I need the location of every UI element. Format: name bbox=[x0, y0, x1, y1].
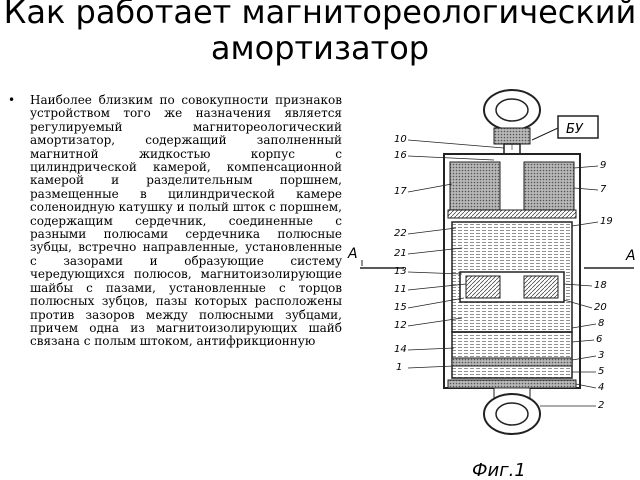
callout-label: 19 bbox=[600, 216, 613, 227]
control-box-label: БУ bbox=[566, 122, 584, 137]
callout-label: 11 bbox=[394, 284, 407, 295]
callout-label: 20 bbox=[594, 302, 607, 313]
callout-label: 6 bbox=[596, 334, 602, 345]
callout-label: 7 bbox=[600, 184, 607, 195]
callout-label: 22 bbox=[394, 228, 407, 239]
callout-label: 8 bbox=[598, 318, 604, 329]
left-callouts: 10 16 17 22 21 13 11 15 12 14 1 bbox=[394, 134, 505, 373]
bullet-text: Наиболее близким по совокупности признак… bbox=[30, 93, 342, 349]
callout-label: 10 bbox=[394, 134, 407, 145]
figure-caption: Фиг.1 bbox=[472, 460, 526, 480]
callout-label: 21 bbox=[394, 248, 407, 259]
callout-label: 1 bbox=[396, 362, 402, 373]
callout-label: 16 bbox=[394, 150, 407, 161]
shock-absorber-diagram: БУ А А 10 16 17 22 21 13 11 15 12 14 1 bbox=[347, 89, 636, 480]
bullet-item: • Наиболее близким по совокупности призн… bbox=[8, 93, 342, 349]
callout-label: 2 bbox=[598, 400, 604, 411]
callout-label: 4 bbox=[598, 382, 604, 393]
section-label-right: А bbox=[625, 248, 636, 264]
callout-label: 13 bbox=[394, 266, 407, 277]
callout-label: 18 bbox=[594, 280, 607, 291]
slide-title: Как работает магнитореологический аморти… bbox=[3, 0, 637, 67]
callout-label: 15 bbox=[394, 302, 407, 313]
callout-label: 12 bbox=[394, 320, 407, 331]
callout-label: 17 bbox=[394, 186, 407, 197]
right-callouts: 9 7 19 18 20 8 6 3 5 4 2 bbox=[540, 160, 613, 411]
section-label-left: А bbox=[347, 246, 358, 262]
control-box bbox=[557, 115, 599, 139]
callout-label: 5 bbox=[598, 366, 604, 377]
bullet-dot-icon: • bbox=[8, 93, 16, 107]
callout-label: 14 bbox=[394, 344, 407, 355]
bullet-list: • Наиболее близким по совокупности призн… bbox=[8, 93, 342, 349]
callout-label: 3 bbox=[598, 350, 604, 361]
callout-label: 9 bbox=[600, 160, 606, 171]
